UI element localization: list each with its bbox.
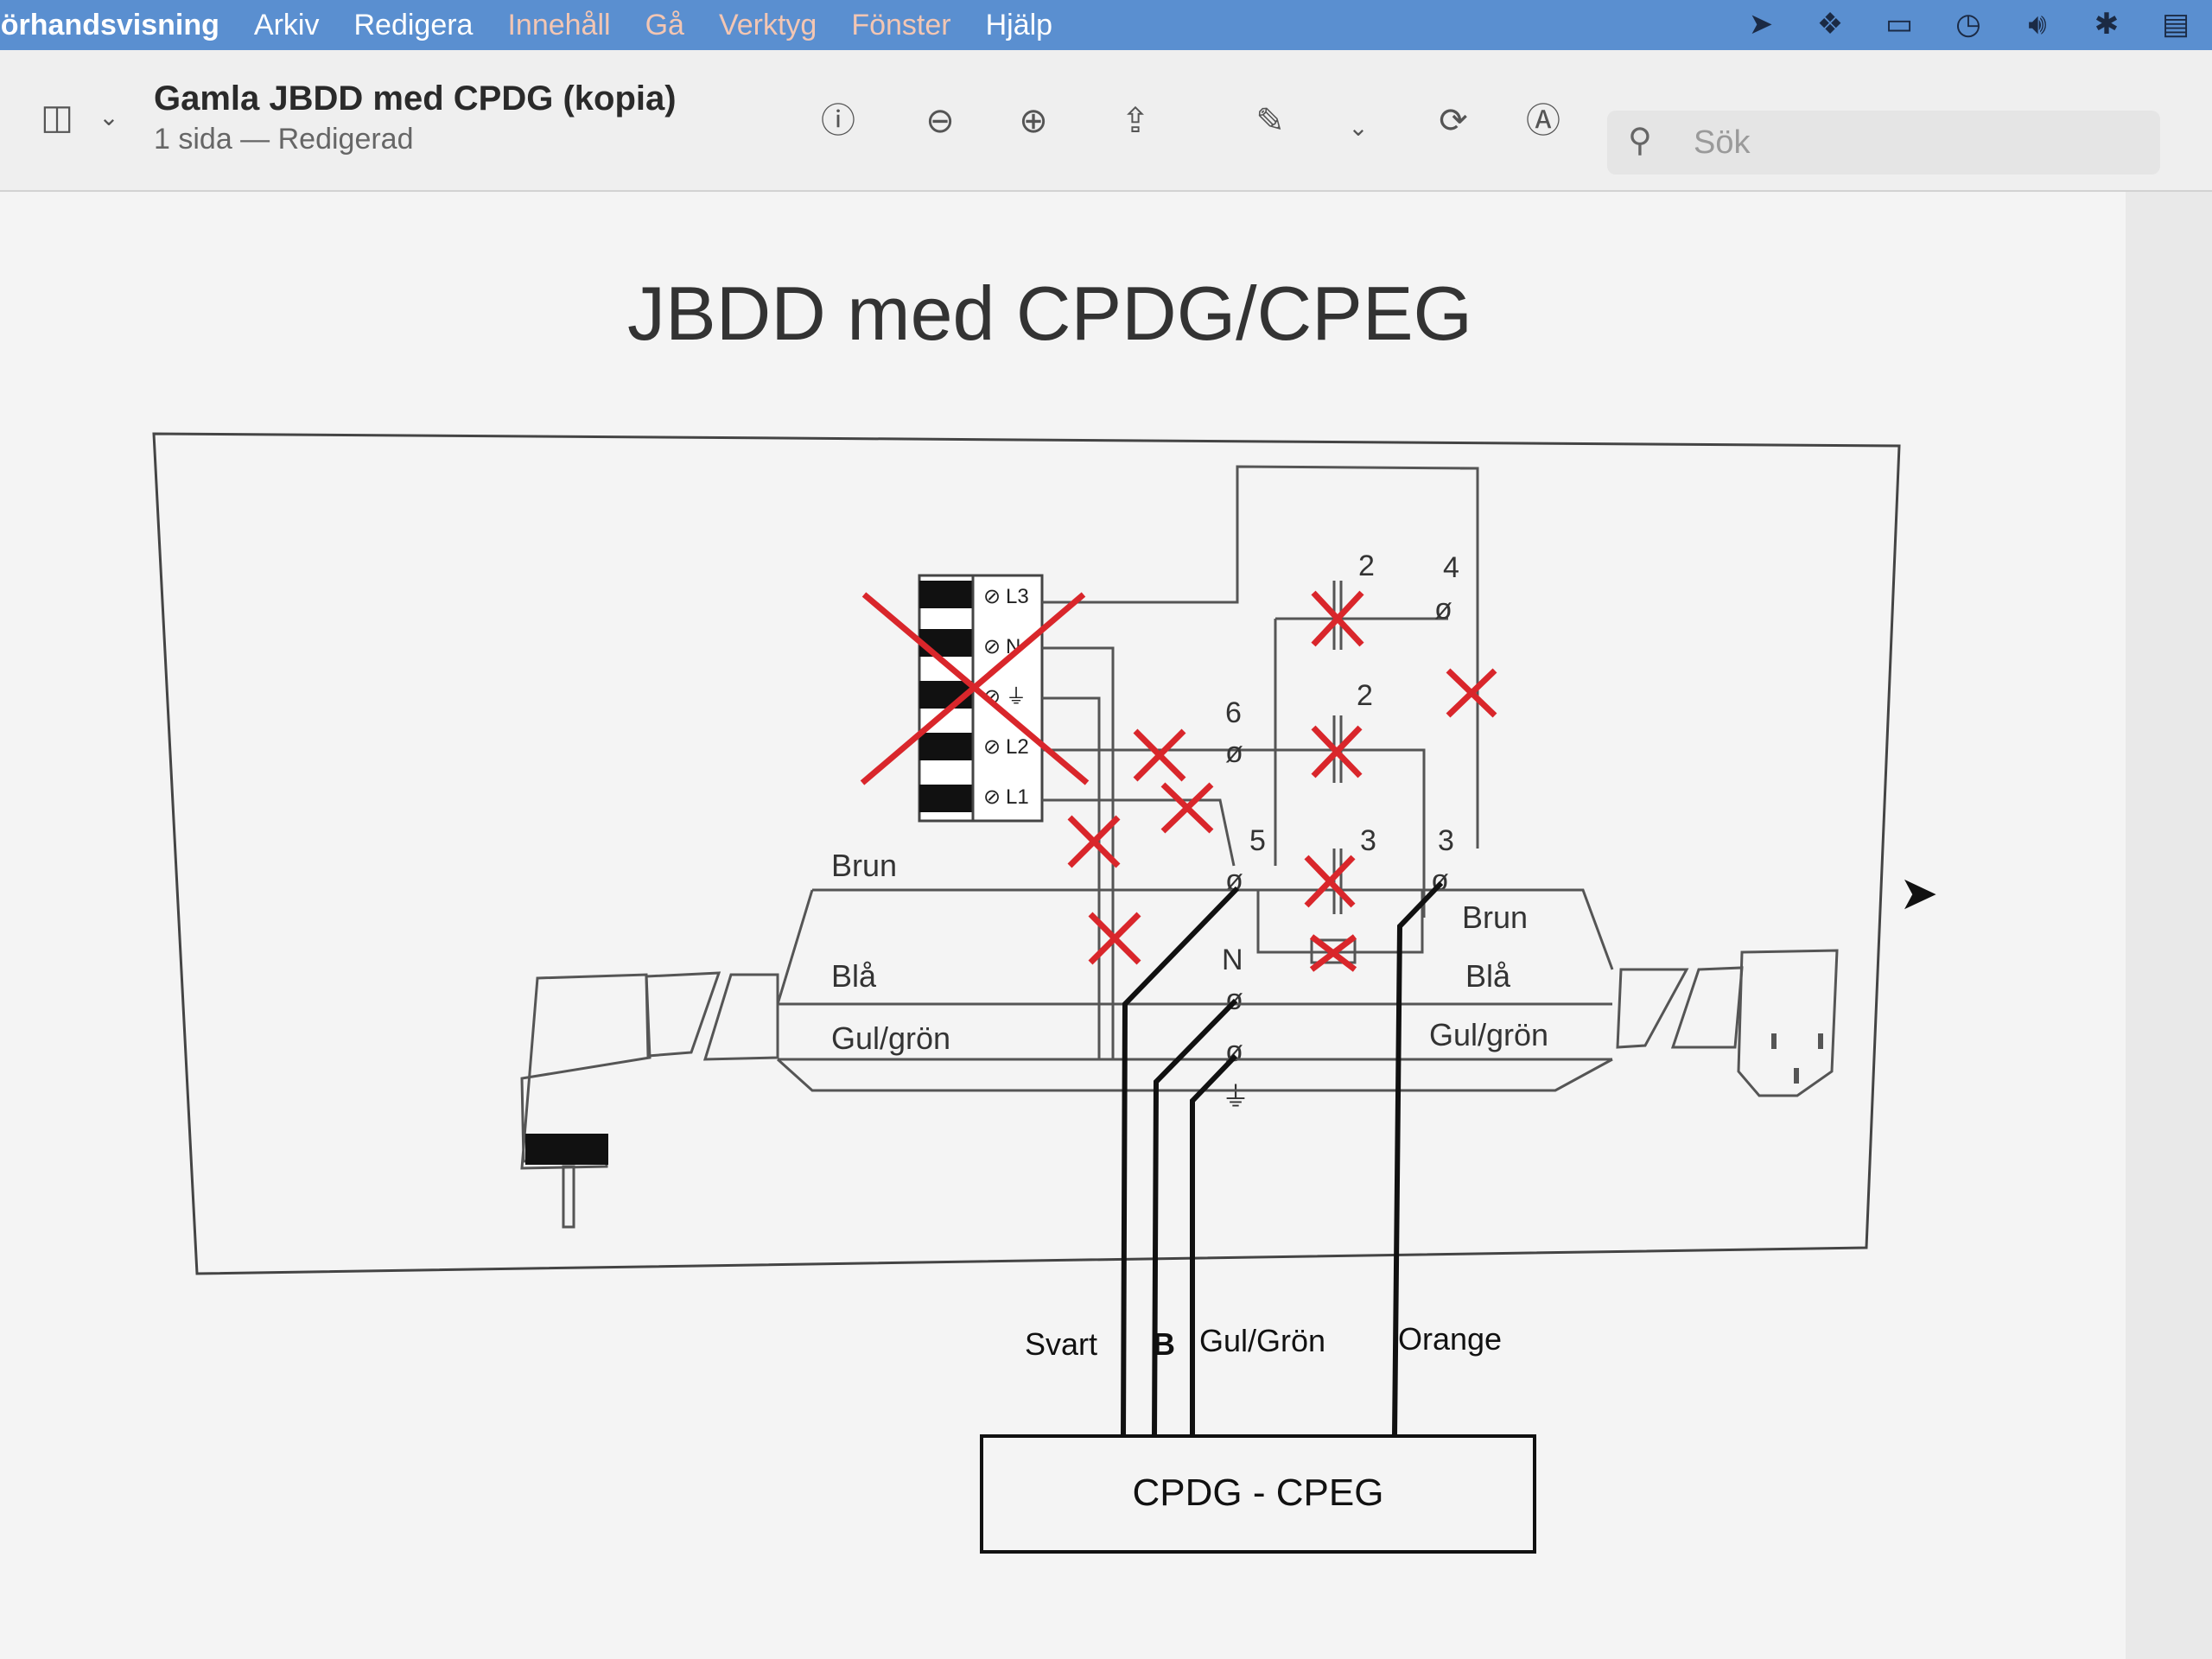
terminal-label: L3 — [1006, 585, 1029, 608]
menu-bar: Förhandsvisning Arkiv Redigera Innehåll … — [0, 0, 2212, 50]
annotate-icon[interactable]: Ⓐ — [1526, 102, 1560, 140]
svg-text:⊘: ⊘ — [983, 585, 1001, 608]
document-page: JBDD med CPDG/CPEG ⊘ L3 ⊘ N ⊘ ⏚ ⊘ L2 ⊘ L… — [0, 192, 2126, 1659]
contact-number: N — [1222, 944, 1243, 976]
left-wire-label: Brun — [831, 848, 897, 883]
search-field[interactable]: ⚲ Sök — [1607, 111, 2160, 175]
terminal-label: L1 — [1006, 785, 1029, 809]
info-icon[interactable]: ⓘ — [821, 102, 855, 140]
chevron-down-icon[interactable]: ⌄ — [99, 104, 119, 130]
left-wire-label: Blå — [831, 958, 877, 994]
svg-text:ø: ø — [1434, 593, 1452, 626]
menu-innehall[interactable]: Innehåll — [507, 8, 611, 41]
cpdg-box — [980, 1434, 1536, 1554]
bluetooth-icon[interactable]: ✱ — [2094, 8, 2120, 41]
markup-pen-icon[interactable]: ✎ — [1255, 102, 1285, 140]
search-placeholder: Sök — [1694, 124, 1751, 161]
rotate-icon[interactable]: ⟳ — [1439, 102, 1468, 140]
menu-ga[interactable]: Gå — [645, 8, 684, 41]
menu-redigera[interactable]: Redigera — [353, 8, 474, 41]
right-wire-label: Blå — [1465, 958, 1511, 994]
time-machine-icon[interactable]: ◷ — [1955, 8, 1981, 41]
menu-verktyg[interactable]: Verktyg — [718, 8, 817, 41]
contact-number: 6 — [1225, 696, 1242, 729]
cable-label: Orange — [1398, 1321, 1502, 1357]
location-icon[interactable]: ➤ — [1748, 8, 1774, 41]
search-icon: ⚲ — [1628, 123, 1652, 159]
sidebar-toggle-icon[interactable]: ◫ — [41, 99, 73, 137]
volume-icon[interactable]: 🔊︎ — [2028, 8, 2047, 41]
contact-number: 3 — [1360, 824, 1376, 857]
toolbar: ◫ ⌄ Gamla JBDD med CPDG (kopia) 1 sida —… — [0, 50, 2212, 192]
menu-fonster[interactable]: Fönster — [851, 8, 951, 41]
diagram-frame — [152, 432, 1901, 1275]
page-title: JBDD med CPDG/CPEG — [627, 270, 1472, 356]
svg-text:ø: ø — [1225, 736, 1243, 769]
contact-number: 4 — [1443, 551, 1459, 584]
svg-text:⏚: ⏚ — [1222, 1081, 1249, 1112]
left-wire-label: Gul/grön — [831, 1020, 950, 1056]
contact-number: 2 — [1357, 679, 1373, 712]
right-wire-label: Gul/grön — [1429, 1017, 1548, 1052]
menu-arkiv[interactable]: Arkiv — [253, 8, 320, 41]
svg-text:⊘: ⊘ — [983, 785, 1001, 809]
dropbox-icon[interactable]: ❖ — [1816, 8, 1844, 41]
svg-text:⊘: ⊘ — [983, 735, 1001, 759]
contact-number: 2 — [1358, 550, 1375, 582]
wiring-diagram: ⊘ L3 ⊘ N ⊘ ⏚ ⊘ L2 ⊘ L1 2 4 6 2 5 3 3 — [152, 432, 1901, 1554]
right-socket — [1616, 968, 1689, 1049]
status-icons: ➤ ❖ ▭ ◷ 🔊︎ ✱ ▤ — [1742, 7, 2195, 41]
terminal-label: L2 — [1006, 735, 1029, 759]
contact-number: 3 — [1438, 824, 1454, 857]
right-wire-label: Brun — [1462, 899, 1528, 935]
terminal-label: ⏚ — [1006, 685, 1027, 709]
cable-label: B — [1153, 1326, 1175, 1362]
menu-app[interactable]: Förhandsvisning — [0, 8, 219, 41]
display-icon[interactable]: ▭ — [1885, 8, 1914, 41]
battery-icon[interactable]: ▤ — [2161, 8, 2190, 41]
document-title: Gamla JBDD med CPDG (kopia) — [154, 79, 677, 118]
menu-hjalp[interactable]: Hjälp — [985, 8, 1053, 41]
contact-number: 5 — [1249, 824, 1266, 857]
svg-text:⊘: ⊘ — [983, 635, 1001, 658]
mouse-cursor-icon: ➤ — [1899, 868, 1939, 919]
document-subtitle: 1 sida — Redigerad — [154, 123, 414, 156]
cable-label: Gul/Grön — [1199, 1323, 1325, 1358]
zoom-in-icon[interactable]: ⊕ — [1019, 102, 1048, 140]
cpdg-box-label: CPDG - CPEG — [1133, 1471, 1384, 1514]
zoom-out-icon[interactable]: ⊖ — [925, 102, 955, 140]
share-icon[interactable]: ⇪ — [1121, 102, 1150, 140]
chevron-down-icon[interactable]: ⌄ — [1348, 114, 1369, 141]
red-crosses — [860, 590, 1497, 972]
cable-label: Svart — [1025, 1326, 1097, 1362]
